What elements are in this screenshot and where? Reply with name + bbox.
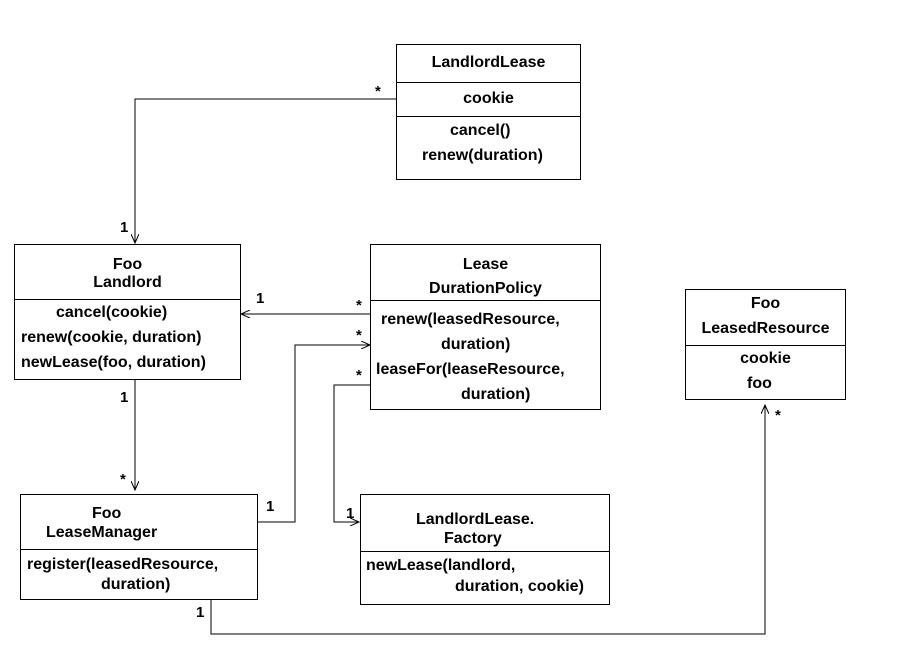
methods-section: cancel(cookie) renew(cookie, duration) n… <box>15 299 240 379</box>
foo-landlord-class: Foo Landlord cancel(cookie) renew(cookie… <box>14 244 241 380</box>
class-name-section: Lease DurationPolicy <box>371 245 600 300</box>
lease-to-landlord-connector <box>135 98 396 243</box>
multiplicity-label: 1 <box>346 505 355 522</box>
method-register-continued: duration) <box>101 576 171 593</box>
attributes-section: cookie foo <box>686 345 845 399</box>
class-name-line-1: LandlordLease. <box>416 511 535 528</box>
attribute-foo: foo <box>747 375 772 392</box>
method-cancel: cancel(cookie) <box>56 304 168 321</box>
policy-to-factory-connector <box>333 384 371 522</box>
attribute-cookie: cookie <box>463 90 514 107</box>
method-renew: renew(duration) <box>422 147 543 164</box>
class-name-line-2: Landlord <box>93 274 162 291</box>
method-register: register(leasedResource, <box>27 556 219 573</box>
method-lease-for: leaseFor(leaseResource, <box>376 361 565 378</box>
class-name-section: LandlordLease. Factory <box>361 495 609 551</box>
attribute-cookie: cookie <box>740 350 791 367</box>
class-name: LandlordLease <box>431 54 546 71</box>
class-name-section: Foo Landlord <box>15 245 240 299</box>
method-new-lease: newLease(landlord, <box>366 557 516 574</box>
class-name-line-1: Foo <box>92 505 122 522</box>
method-cancel: cancel() <box>450 122 511 139</box>
multiplicity-label: 1 <box>266 498 275 515</box>
manager-to-resource-connector <box>210 405 765 635</box>
multiplicity-label: * <box>356 327 362 344</box>
method-lease-for-continued: duration) <box>461 386 531 403</box>
multiplicity-label: 1 <box>256 290 265 307</box>
multiplicity-label: * <box>356 297 362 314</box>
methods-section: newLease(landlord, duration, cookie) <box>361 551 609 604</box>
class-name-section: LandlordLease <box>397 45 580 82</box>
multiplicity-label: * <box>356 367 362 384</box>
manager-policy-connector <box>258 345 370 522</box>
method-renew-continued: duration) <box>441 336 511 353</box>
multiplicity-label: * <box>775 407 781 424</box>
method-new-lease-continued: duration, cookie) <box>455 578 584 595</box>
multiplicity-label: * <box>120 471 126 488</box>
class-name-line-1: Foo <box>112 256 143 273</box>
class-name-line-2: Factory <box>444 530 502 547</box>
multiplicity-label: 1 <box>120 219 129 236</box>
lease-duration-policy-class: Lease DurationPolicy renew(leasedResourc… <box>370 244 601 410</box>
class-name-line-2: LeaseManager <box>46 524 158 541</box>
multiplicity-label: 1 <box>120 389 129 406</box>
method-renew: renew(cookie, duration) <box>21 329 202 346</box>
method-renew: renew(leasedResource, <box>381 311 560 328</box>
class-name-line-1: Foo <box>750 295 781 312</box>
attributes-section: cookie <box>397 82 580 116</box>
foo-leased-resource-class: Foo LeasedResource cookie foo <box>685 289 846 400</box>
method-new-lease: newLease(foo, duration) <box>21 354 206 371</box>
class-name-section: Foo LeasedResource <box>686 290 845 345</box>
class-name-line-1: Lease <box>462 256 509 273</box>
foo-lease-manager-class: Foo LeaseManager register(leasedResource… <box>20 494 258 600</box>
class-name-line-2: LeasedResource <box>701 320 830 337</box>
methods-section: register(leasedResource, duration) <box>21 549 257 599</box>
methods-section: renew(leasedResource, duration) leaseFor… <box>371 300 600 409</box>
class-name-line-2: DurationPolicy <box>429 280 542 297</box>
class-name-section: Foo LeaseManager <box>21 495 257 549</box>
multiplicity-label: * <box>375 83 381 100</box>
landlord-lease-class: LandlordLease cookie cancel() renew(dura… <box>396 44 581 180</box>
methods-section: cancel() renew(duration) <box>397 116 580 179</box>
multiplicity-label: 1 <box>196 604 205 621</box>
landlord-lease-factory-class: LandlordLease. Factory newLease(landlord… <box>360 494 610 605</box>
